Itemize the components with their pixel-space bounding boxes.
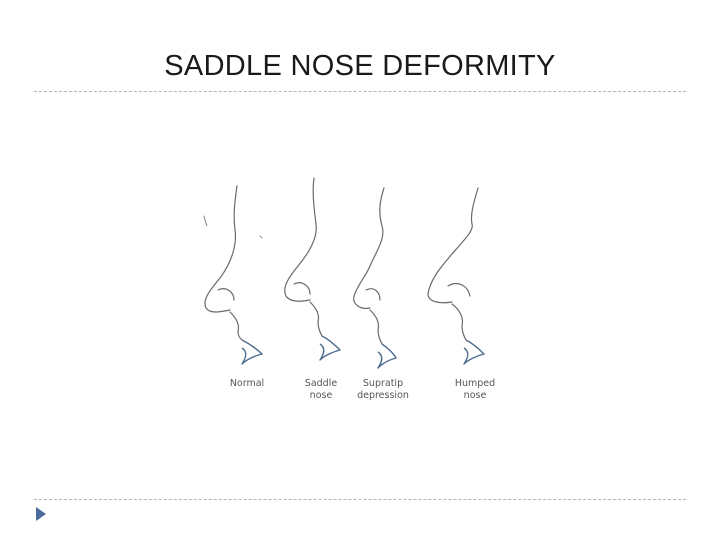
nose-profiles-illustration <box>190 172 530 412</box>
lips-supratip <box>377 343 397 369</box>
caption-normal: Normal <box>212 378 282 390</box>
caption-humped-line1: Humped <box>454 378 496 389</box>
slide-title: SADDLE NOSE DEFORMITY <box>164 50 556 82</box>
profile-normal <box>203 185 263 341</box>
caption-supratip-depression: Supratip depression <box>348 378 418 402</box>
lips-humped <box>463 339 485 365</box>
lips-normal <box>241 339 263 365</box>
caption-humped-nose: Humped nose <box>440 378 510 402</box>
profile-saddle-nose <box>284 177 323 337</box>
nose-profiles-drawing <box>203 177 485 369</box>
profile-humped-nose <box>427 187 479 341</box>
right-triangle-bullet-icon <box>35 506 47 527</box>
footer-divider <box>34 499 686 500</box>
caption-supratip-line1: Supratip <box>362 378 404 389</box>
caption-humped-line2: nose <box>463 390 487 401</box>
caption-normal-line1: Normal <box>229 378 265 389</box>
profile-supratip-depression <box>353 187 385 345</box>
lips-saddle <box>319 335 341 361</box>
caption-saddle-nose: Saddle nose <box>286 378 356 402</box>
caption-saddle-line2: nose <box>309 390 333 401</box>
caption-supratip-line2: depression <box>357 390 409 401</box>
caption-saddle-line1: Saddle <box>304 378 338 389</box>
title-divider <box>34 91 686 92</box>
